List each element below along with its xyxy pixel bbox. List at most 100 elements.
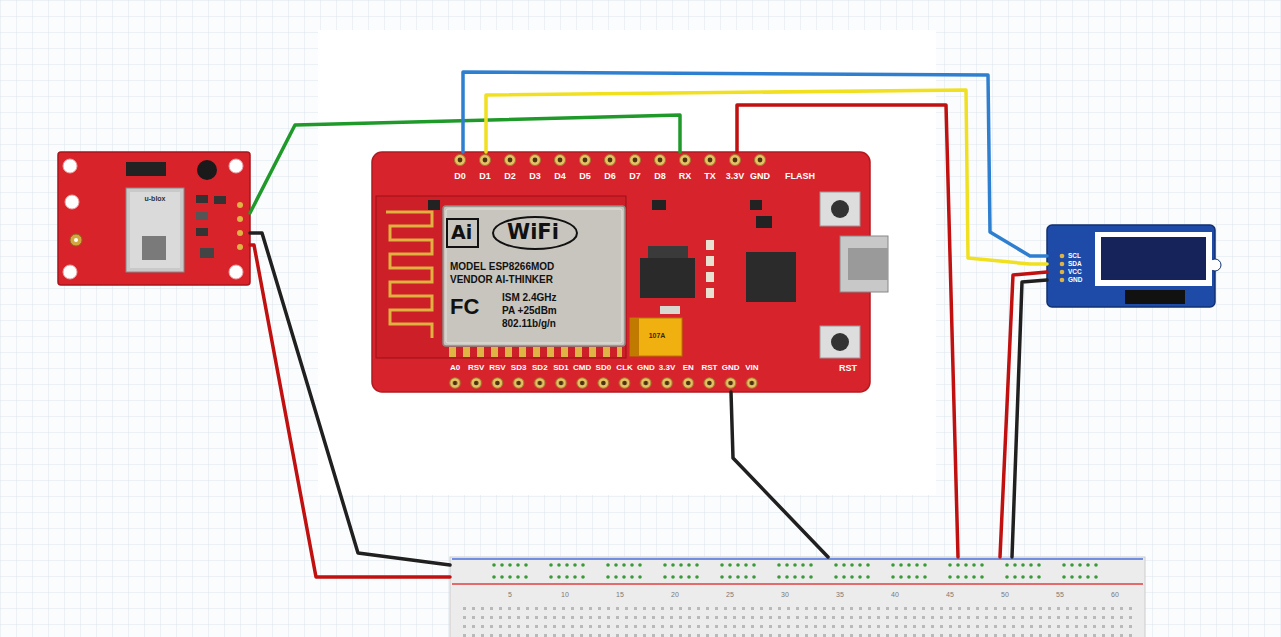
- pin-label: D5: [579, 172, 591, 181]
- esp-pcb: [372, 152, 870, 392]
- pin-label: D4: [554, 172, 566, 181]
- pin-label: EN: [683, 364, 694, 372]
- pin-label: SD1: [553, 364, 569, 372]
- oled-pin: [1060, 262, 1065, 267]
- pin-label: D8: [654, 172, 666, 181]
- breadboard: [450, 557, 1145, 637]
- pin-label: SD0: [596, 364, 612, 372]
- screen: [1101, 237, 1206, 280]
- pin-label: RX: [679, 172, 692, 181]
- gps-module: u-blox: [58, 152, 250, 285]
- jumper-wire: [463, 72, 1047, 256]
- logo-oval: [493, 217, 577, 249]
- gps-chip-face: [130, 192, 180, 268]
- oled-module: [1047, 225, 1221, 307]
- castellations: [446, 346, 622, 358]
- pin-label: 107A: [649, 332, 666, 339]
- capacitor-band: [630, 318, 639, 356]
- module-marking: FC: [450, 296, 479, 318]
- transistor: [652, 200, 666, 210]
- oled-module: SCLSDAVCCGND: [1047, 225, 1215, 307]
- pin-label: RSV: [468, 364, 484, 372]
- jumper-wire: [731, 392, 828, 557]
- mount-hole: [229, 159, 243, 173]
- mount-hole: [65, 195, 79, 209]
- usb-opening: [848, 248, 888, 280]
- smd-part: [214, 196, 226, 204]
- pin-label: TX: [704, 172, 716, 181]
- wifi-module: AiWiFiMODEL ESP8266MODVENDOR AI-THINKERF…: [443, 206, 625, 346]
- chip-code: [142, 236, 166, 260]
- bottom-header: [446, 376, 764, 390]
- module-marking: PA +25dBm: [502, 306, 557, 316]
- usb-serial-chip: [746, 252, 796, 302]
- oled-pin: [1060, 254, 1065, 259]
- gps-pin: [237, 230, 243, 236]
- smd-part: [196, 195, 208, 203]
- mount-hole: [63, 159, 77, 173]
- pin-label: RST: [701, 364, 717, 372]
- mount-hole: [229, 265, 243, 279]
- oled-pin: [1060, 270, 1065, 275]
- esp-board: [372, 152, 888, 392]
- pin-label: RST: [839, 364, 857, 373]
- top-header: [451, 153, 776, 167]
- ic-chip: [126, 162, 166, 176]
- column-number: 35: [836, 591, 844, 598]
- pin-label: D3: [529, 172, 541, 181]
- metal-shield: [443, 206, 625, 346]
- antenna-pin: [74, 238, 78, 242]
- oled-board: [1047, 225, 1215, 307]
- column-number: 10: [561, 591, 569, 598]
- regulator-tab: [648, 246, 688, 260]
- column-number: 25: [726, 591, 734, 598]
- pcb-antenna: [386, 212, 432, 338]
- column-number: 50: [1001, 591, 1009, 598]
- module-marking: Ai: [451, 223, 472, 242]
- jumper-wire: [1000, 272, 1047, 557]
- smd-part: [196, 212, 208, 220]
- smd-part: [196, 228, 208, 236]
- resistor: [706, 240, 714, 250]
- module-marking: MODEL ESP8266MOD: [450, 262, 554, 272]
- button-cap: [831, 200, 849, 218]
- module-marking: ISM 2.4GHz: [502, 293, 556, 303]
- module-marking: VENDOR AI-THINKER: [450, 275, 553, 285]
- smd-capacitor: [660, 306, 680, 314]
- pin-label: SD3: [511, 364, 527, 372]
- antenna-connector: [70, 234, 82, 246]
- pin-label: RSV: [489, 364, 505, 372]
- pin-label: D1: [479, 172, 491, 181]
- led: [428, 200, 440, 210]
- resistor: [706, 256, 714, 266]
- gps-pin: [237, 244, 243, 250]
- breadboard: 51015202530354045505560: [450, 557, 1145, 637]
- jumper-wire: [250, 245, 450, 577]
- pin-label: SDA: [1068, 261, 1082, 268]
- pin-label: GND: [750, 172, 770, 181]
- photo-ground: [318, 30, 936, 495]
- flash-button: [820, 192, 860, 226]
- pin-label: D6: [604, 172, 616, 181]
- pin-label: FLASH: [785, 172, 815, 181]
- pin-label: GND: [637, 364, 655, 372]
- smd-part: [200, 248, 214, 258]
- gps-pin: [237, 202, 243, 208]
- rail-line-blue: [452, 558, 1143, 560]
- battery: [197, 160, 217, 180]
- pin-label: A0: [450, 364, 460, 372]
- gps-pin: [237, 216, 243, 222]
- tantalum-capacitor: [630, 318, 682, 356]
- mount-hole: [63, 265, 77, 279]
- oled-pin: [1060, 278, 1065, 283]
- logo-box: [447, 219, 478, 247]
- column-number: 60: [1111, 591, 1119, 598]
- column-number: 45: [946, 591, 954, 598]
- reset-button: [820, 326, 860, 358]
- pin-label: VCC: [1068, 269, 1082, 276]
- resistor: [706, 288, 714, 298]
